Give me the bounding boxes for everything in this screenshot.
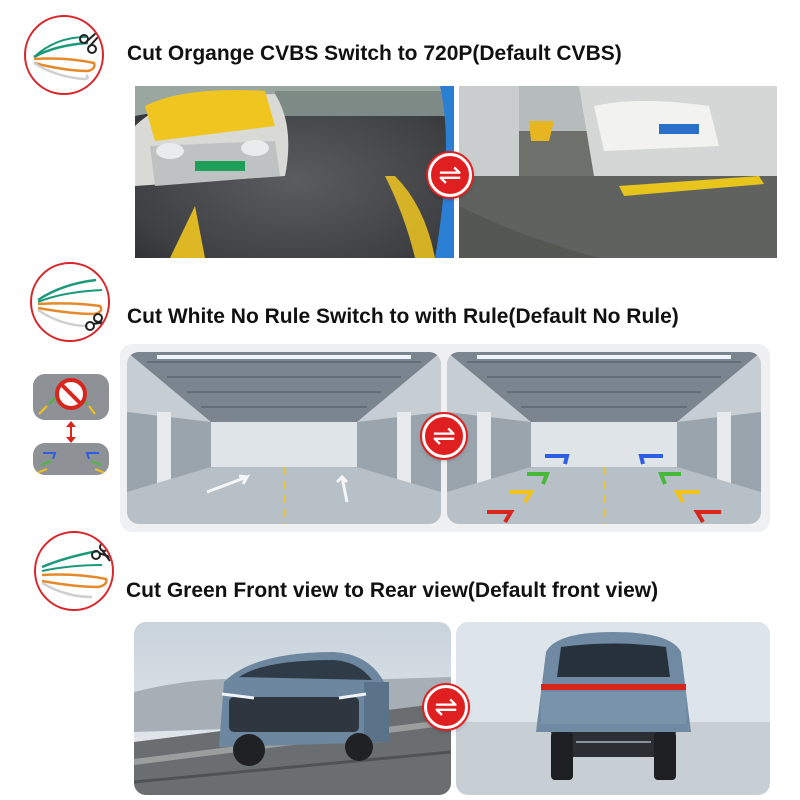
front-car-view-cvbs — [135, 86, 454, 258]
swap-arrows-icon: ⇌ — [422, 414, 466, 458]
wire-cut-icon — [33, 32, 99, 81]
section-2-heading: Cut White No Rule Switch to with Rule(De… — [127, 305, 679, 328]
garage-image-rule — [447, 352, 761, 524]
parking-garage-with-rule — [447, 352, 761, 524]
wire-cut-icon — [37, 278, 107, 331]
suv-front-view — [134, 622, 451, 795]
swap-arrows-icon: ⇌ — [424, 685, 468, 729]
section-1-heading: Cut Organge CVBS Switch to 720P(Default … — [127, 42, 622, 65]
suv-front-image — [134, 622, 451, 795]
swap-arrows-icon: ⇌ — [428, 153, 472, 197]
front-car-view-720p — [459, 86, 777, 258]
wire-cut-icon — [41, 542, 111, 599]
scissors-icon — [91, 542, 111, 562]
suv-rear-view — [456, 622, 770, 795]
parking-guide-lines — [487, 454, 721, 524]
scissors-icon — [79, 32, 99, 54]
wire-cut-badge-green — [34, 531, 114, 611]
wire-cut-badge-white — [30, 262, 110, 342]
with-rule-thumbnail — [33, 443, 109, 475]
no-symbol-icon — [55, 378, 87, 410]
double-arrow-icon — [64, 421, 78, 443]
section-3-heading: Cut Green Front view to Rear view(Defaul… — [126, 579, 659, 602]
scissors-icon — [85, 313, 107, 331]
wire-cut-badge-orange — [24, 15, 104, 95]
no-rule-thumbnail — [33, 374, 109, 420]
garage-image — [127, 352, 441, 524]
car-front-image — [135, 86, 454, 258]
suv-rear-image — [456, 622, 770, 795]
parking-lot-image — [459, 86, 777, 258]
parking-garage-no-rule — [127, 352, 441, 524]
